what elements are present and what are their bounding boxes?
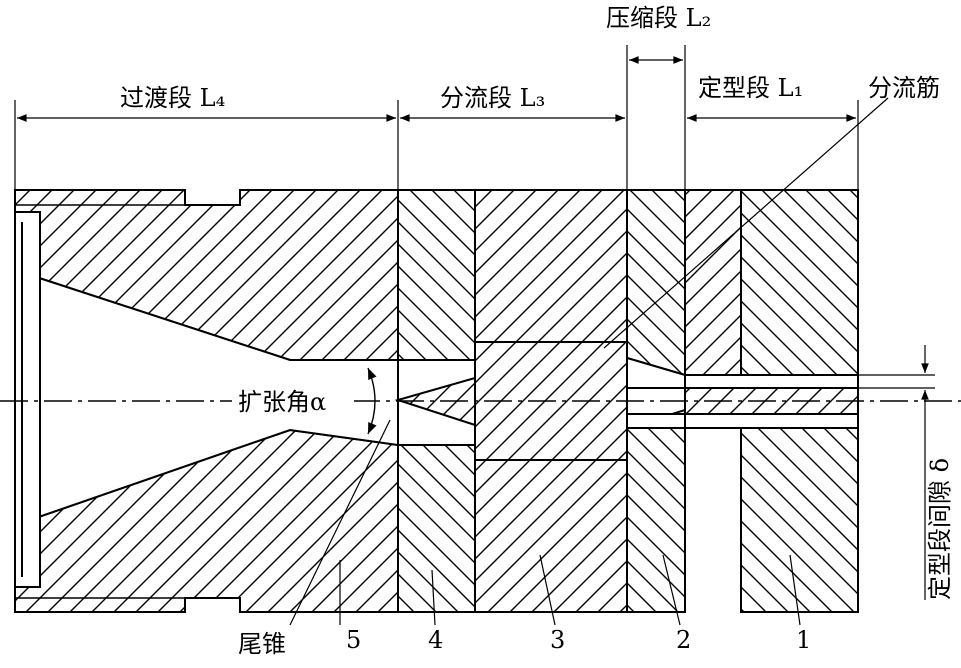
part-5-transition-block bbox=[14, 189, 399, 613]
label-distribution: 分流段 L₃ bbox=[440, 84, 545, 112]
compression-label-bg bbox=[600, 2, 722, 34]
label-transition: 过渡段 L₄ bbox=[120, 84, 225, 112]
part-number-3: 3 bbox=[550, 626, 565, 654]
part-4-block bbox=[394, 189, 476, 613]
leader-lines bbox=[289, 97, 889, 626]
part-number-2: 2 bbox=[676, 626, 691, 654]
label-shaping: 定型段 L₁ bbox=[698, 74, 803, 102]
label-gap: 定型段间隙 δ bbox=[926, 458, 954, 600]
part-number-4: 4 bbox=[428, 626, 443, 654]
dimension-lines bbox=[14, 45, 935, 600]
label-rib: 分流筋 bbox=[868, 74, 940, 102]
part-number-5: 5 bbox=[346, 626, 361, 654]
angle-label-bg bbox=[232, 384, 354, 418]
part-1-shaping bbox=[684, 189, 859, 613]
label-tail-cone: 尾锥 bbox=[238, 630, 286, 658]
label-expansion-angle: 扩张角α bbox=[238, 388, 326, 416]
part-number-1: 1 bbox=[796, 626, 811, 654]
label-compression: 压缩段 L₂ bbox=[606, 4, 711, 32]
